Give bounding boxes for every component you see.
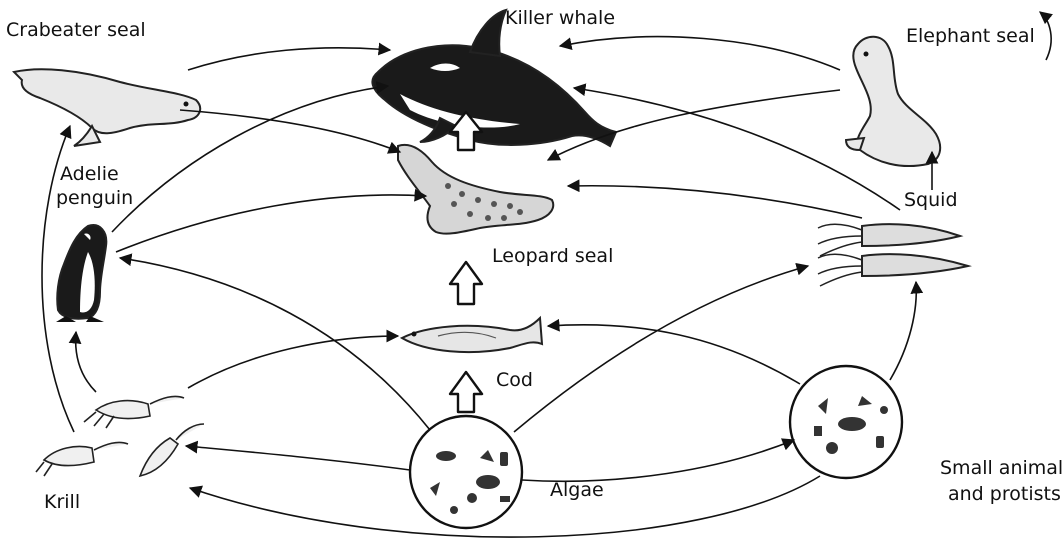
killer-whale-illustration — [372, 10, 616, 146]
arrow-krill-to-cod — [188, 336, 398, 388]
arrow-algae-to-small-animals — [522, 440, 794, 481]
label-adelie-penguin-line2: penguin — [56, 187, 133, 209]
krill-illustration — [36, 396, 204, 476]
cod-illustration — [402, 318, 542, 352]
arrow-small-animals-to-cod — [548, 325, 800, 384]
arrow-crabeater-to-killer-whale — [188, 48, 390, 70]
arrow-penguin-to-leopard-seal — [116, 195, 426, 252]
algae-illustration — [410, 416, 522, 528]
crabeater-seal-illustration — [14, 69, 200, 146]
arrow-elephant-seal-to-killer-whale — [560, 37, 840, 70]
label-elephant-seal: Elephant seal — [906, 25, 1035, 47]
label-small-animals-line1: Small animals — [940, 457, 1064, 479]
thick-arrow-cod-to-leopard — [450, 262, 482, 304]
arrow-small-animals-to-squid — [890, 282, 916, 380]
arrow-algae-to-penguin — [120, 258, 430, 430]
small-animals-illustration — [790, 366, 902, 478]
thick-arrow-algae-to-cod — [450, 372, 482, 412]
label-cod: Cod — [496, 369, 533, 391]
label-adelie-penguin-line1: Adelie — [60, 163, 119, 185]
label-krill: Krill — [44, 491, 80, 513]
label-squid: Squid — [904, 189, 958, 211]
label-leopard-seal: Leopard seal — [492, 245, 613, 267]
label-killer-whale: Killer whale — [505, 7, 615, 29]
squid-illustration — [818, 224, 968, 286]
label-small-animals-line2: and protists — [948, 483, 1061, 505]
arrow-crabeater-to-leopard-seal — [180, 110, 400, 152]
arrow-squid-to-leopard-seal — [568, 186, 862, 218]
arrow-algae-to-krill — [186, 446, 410, 470]
label-crabeater-seal: Crabeater seal — [6, 19, 146, 41]
arrow-krill-to-penguin — [76, 332, 96, 392]
adelie-penguin-illustration — [56, 225, 106, 322]
leopard-seal-illustration — [398, 145, 553, 234]
label-algae: Algae — [550, 479, 604, 501]
arrow-right-loop-to-killer-whale — [1040, 12, 1051, 60]
arrow-algae-to-squid — [514, 266, 808, 432]
elephant-seal-illustration — [846, 37, 940, 166]
